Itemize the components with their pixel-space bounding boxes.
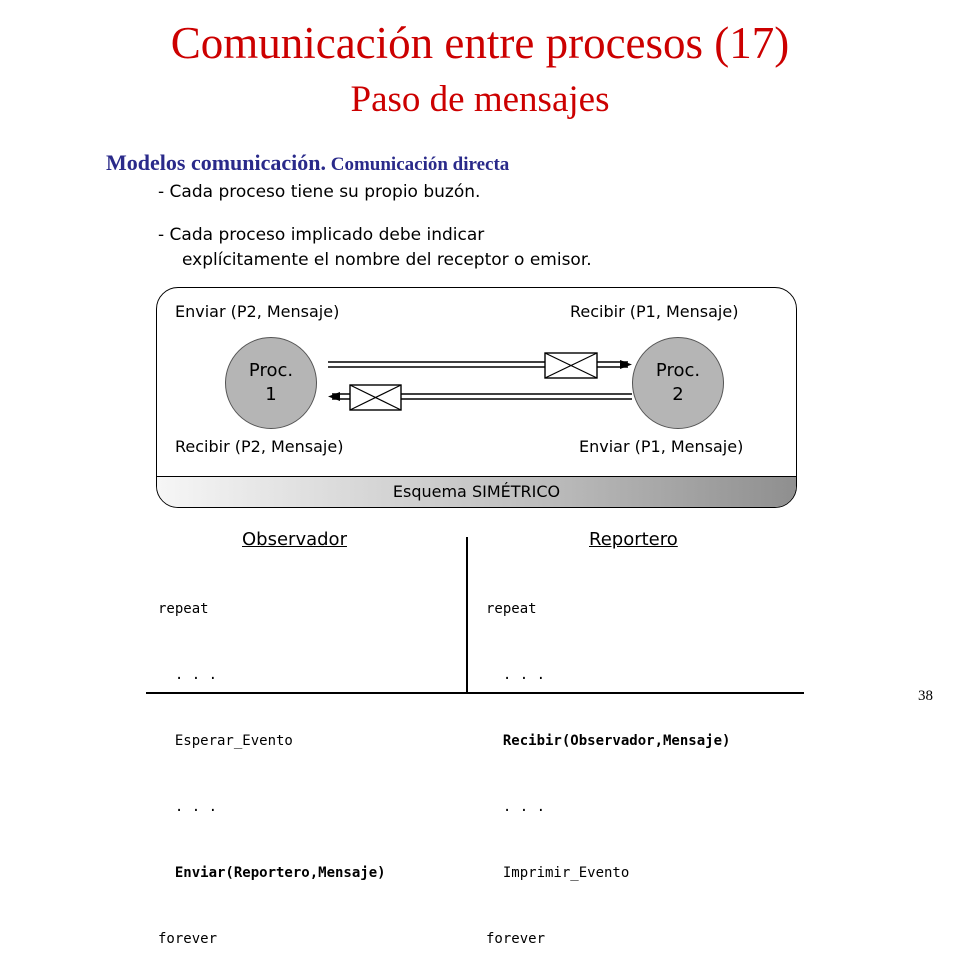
envelope-icon — [349, 384, 402, 411]
code-line: repeat — [158, 601, 209, 617]
observador-code: repeat . . . Esperar_Evento . . . Enviar… — [158, 554, 386, 972]
process-2-node: Proc. 2 — [632, 337, 724, 429]
code-line: forever — [486, 931, 546, 947]
code-line: . . . — [158, 667, 218, 683]
send-p1-label: Enviar (P1, Mensaje) — [579, 437, 744, 456]
recv-p1-label: Recibir (P1, Mensaje) — [570, 302, 739, 321]
send-p2-label: Enviar (P2, Mensaje) — [175, 302, 340, 321]
page-number: 38 — [918, 688, 933, 704]
reportero-code: repeat . . . Recibir(Observador,Mensaje)… — [486, 554, 730, 972]
recv-p2-label: Recibir (P2, Mensaje) — [175, 437, 344, 456]
column-divider — [466, 537, 468, 692]
code-line-receive: Recibir(Observador,Mensaje) — [486, 733, 731, 749]
process-2-number: 2 — [672, 384, 684, 405]
envelope-icon — [544, 352, 598, 379]
code-line: . . . — [158, 799, 218, 815]
bullet-2: - Cada proceso implicado debe indicar — [158, 225, 485, 245]
slide-subtitle: Paso de mensajes — [350, 79, 610, 120]
bottom-rule — [146, 692, 804, 694]
code-line-send: Enviar(Reportero,Mensaje) — [158, 865, 386, 881]
process-2-label: Proc. — [655, 360, 701, 381]
section-heading: Modelos comunicación. Comunicación direc… — [106, 148, 509, 181]
process-1-node: Proc. 1 — [225, 337, 317, 429]
bullet-2-continued: explícitamente el nombre del receptor o … — [182, 250, 592, 270]
code-line: . . . — [486, 799, 546, 815]
code-line: repeat — [486, 601, 537, 617]
slide-title: Comunicación entre procesos (17) — [170, 18, 790, 68]
bullet-1: - Cada proceso tiene su propio buzón. — [158, 182, 481, 202]
scheme-footer-label: Esquema SIMÉTRICO — [157, 476, 796, 507]
process-1-label: Proc. — [248, 360, 294, 381]
code-line: Imprimir_Evento — [486, 865, 630, 881]
observador-heading: Observador — [242, 529, 347, 550]
process-1-number: 1 — [265, 384, 277, 405]
message-arrows — [328, 352, 632, 411]
code-line: Esperar_Evento — [158, 733, 293, 749]
code-line: . . . — [486, 667, 546, 683]
section-heading-part2: Comunicación directa — [326, 154, 510, 175]
code-line: forever — [158, 931, 218, 947]
section-heading-part1: Modelos comunicación. — [106, 150, 326, 175]
reportero-heading: Reportero — [589, 529, 678, 550]
